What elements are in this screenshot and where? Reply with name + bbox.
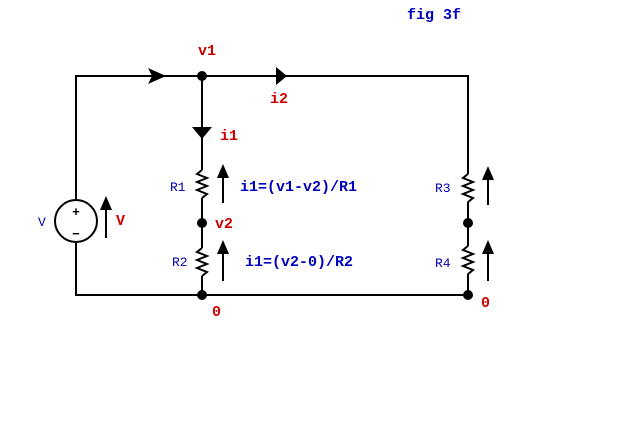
arrow-r3-icon	[482, 166, 494, 180]
label-r1: R1	[170, 180, 186, 195]
label-r3: R3	[435, 181, 451, 196]
current-arrow-i1-icon	[192, 127, 212, 139]
figure-title: fig 3f	[407, 7, 461, 24]
arrow-r4-icon	[482, 240, 494, 254]
arrow-r1-icon	[217, 164, 229, 178]
equation-1: i1=(v1-v2)/R1	[240, 179, 357, 196]
voltage-arrows	[100, 164, 494, 281]
voltage-source: + −	[54, 199, 98, 243]
source-circle	[54, 199, 98, 243]
label-v2: v2	[215, 216, 233, 233]
node-r3-r4-dot	[463, 218, 473, 228]
label-i1: i1	[220, 128, 238, 145]
resistor-r3	[460, 173, 476, 203]
nodes	[197, 71, 473, 300]
label-source-name: V	[38, 215, 46, 230]
label-source-voltage: V	[116, 213, 125, 230]
label-gnd-left: 0	[212, 304, 221, 321]
node-gnd-left-dot	[197, 290, 207, 300]
arrow-v-icon	[100, 196, 112, 210]
label-r2: R2	[172, 255, 188, 270]
resistor-r4	[460, 245, 476, 275]
current-arrow-left-icon	[148, 68, 166, 84]
wire-bottom	[75, 243, 468, 296]
current-arrow-i2-icon	[276, 67, 287, 85]
equation-2: i1=(v2-0)/R2	[245, 254, 353, 271]
node-gnd-right-dot	[463, 290, 473, 300]
node-v2-dot	[197, 218, 207, 228]
node-v1-dot	[197, 71, 207, 81]
label-i2: i2	[270, 91, 288, 108]
resistor-r1	[194, 169, 210, 199]
label-gnd-right: 0	[481, 295, 490, 312]
source-plus: +	[72, 205, 80, 220]
label-r4: R4	[435, 256, 451, 271]
wire-top-right	[202, 75, 469, 174]
source-minus: −	[72, 227, 80, 242]
arrow-r2-icon	[217, 240, 229, 254]
resistor-r2	[194, 247, 210, 277]
label-v1: v1	[198, 43, 216, 60]
